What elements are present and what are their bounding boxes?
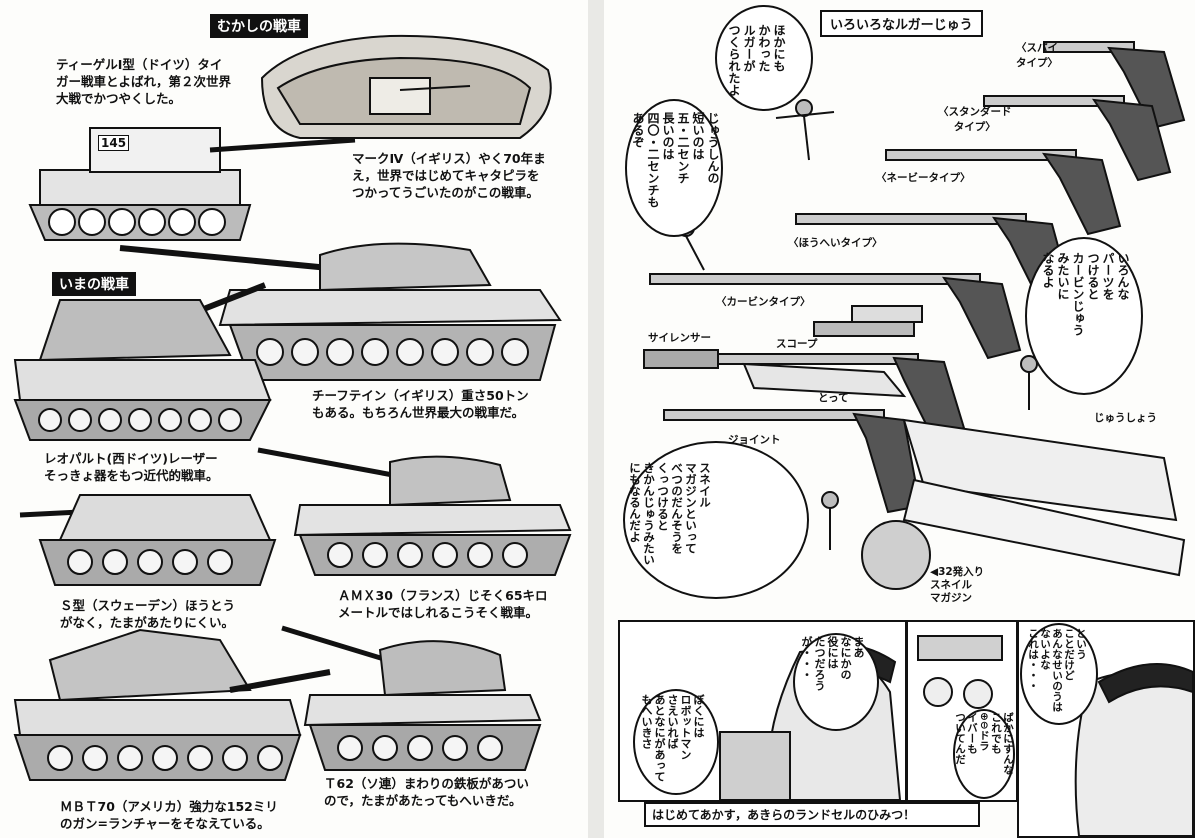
t62-caption: Ｔ62（ソ連）まわりの鉄板があつい ので，たまがあたってもへいきだ。 bbox=[324, 776, 529, 808]
manga-panel-2: ばかにすんな これでも ⊕⊖ドラ イバーも ついてんだ bbox=[906, 620, 1018, 802]
mbt70-caption: ＭＢＴ70（アメリカ）強力な152ミリ のガン=ランチャーをそなえている。 bbox=[60, 799, 278, 831]
tiger-turret-number: 145 bbox=[98, 135, 130, 151]
spy-type-pistol bbox=[1043, 41, 1186, 130]
label-joint: ジョイント bbox=[728, 434, 781, 446]
carbine-type-pistol bbox=[649, 273, 1022, 360]
luger-illustrations bbox=[623, 5, 1186, 599]
label-artillery-type: 〈ほうへいタイプ〉 bbox=[788, 237, 883, 249]
artillery-type-pistol bbox=[795, 213, 1072, 300]
tiger-tank-drawing bbox=[28, 127, 356, 241]
label-silencer: サイレンサー bbox=[648, 332, 711, 344]
manga-panel-3: という ことだけど あんなせいのうは ないよな これは・・・ bbox=[1017, 620, 1195, 838]
luger-title: いろいろなルガーじゅう bbox=[820, 10, 983, 37]
bubble-barrel-length: じゅうしんの 短いのは 五・二センチ 長いのは 四〇・二センチも あるぞ bbox=[631, 112, 720, 208]
panel-1-bubble-bottom: ぼくには ロボットマン さえいれば あとなにがあって もへいきさ bbox=[640, 694, 705, 782]
panel-1-bubble-top: まあ なにかの 役には たつだろう が・・・ bbox=[800, 636, 865, 691]
header-old-tanks: むかしの戦車 bbox=[210, 14, 308, 38]
amx30-caption: ＡＭＸ30（フランス）じそく65キロ メートルではしれるこうそく戦車。 bbox=[338, 588, 548, 620]
label-spy-type: 〈スパイ タイプ〉 bbox=[1016, 42, 1058, 69]
mbt70-tank-drawing bbox=[13, 628, 331, 781]
chieftain-tank-drawing bbox=[119, 242, 562, 381]
label-navy-type: 〈ネービータイプ〉 bbox=[876, 172, 971, 184]
mark4-tank-drawing bbox=[260, 34, 552, 139]
pistol-drawings bbox=[623, 5, 1186, 599]
bubble-other-lugers: ほかにも かわった ルガーが つくられたよ bbox=[727, 24, 786, 96]
header-modern-tanks: いまの戦車 bbox=[52, 272, 136, 296]
page-gutter bbox=[588, 0, 604, 838]
standard-type-pistol bbox=[983, 95, 1172, 182]
label-scope: スコープ bbox=[776, 338, 818, 350]
left-page: むかしの戦車 いまの戦車 145 ティーゲルⅠ型（ドイツ）タイ ガー戦車とよばれ… bbox=[0, 0, 588, 838]
leopard-caption: レオパルト(西ドイツ)レーザー そっきょ器をもつ近代的戦車。 bbox=[44, 451, 219, 483]
manga-caption: はじめてあかす，あきらのランドセルのひみつ！ bbox=[644, 802, 980, 827]
panel-1-art bbox=[633, 633, 902, 800]
chieftain-caption: チーフテイン（イギリス）重さ50トン もある。もちろん世界最大の戦車だ。 bbox=[312, 388, 529, 420]
stank-drawing bbox=[19, 494, 277, 586]
stank-caption: Ｓ型（スウェーデン）ほうとう がなく，たまがあたりにくい。 bbox=[60, 598, 236, 630]
label-stock: じゅうしょう bbox=[1094, 412, 1157, 424]
manga-panel-1: まあ なにかの 役には たつだろう が・・・ ぼくには ロボットマン さえいれば… bbox=[618, 620, 907, 802]
leopard-tank-drawing bbox=[13, 282, 272, 441]
amx30-tank-drawing bbox=[257, 447, 572, 576]
panel-2-art bbox=[917, 635, 1015, 799]
silencer-scope-pistol bbox=[643, 305, 966, 438]
tiger-caption: ティーゲルⅠ型（ドイツ）タイ ガー戦車とよばれ，第２次世界 大戦でかつやくした。 bbox=[56, 57, 232, 106]
tank-illustrations bbox=[13, 34, 572, 781]
navy-type-pistol bbox=[885, 149, 1122, 236]
label-standard-type: 〈スタンダード タイプ〉 bbox=[938, 106, 1012, 133]
bubble-snail-magazine: スネイル マガジンといって べつのだんそうを くっつけると きかんじゅうみたい … bbox=[628, 462, 712, 566]
panel-3-art bbox=[1020, 623, 1193, 836]
right-page: いろいろなルガーじゅう ほかにも かわった ルガーが つくられたよ じゅうしんの… bbox=[604, 0, 1195, 838]
label-grip: とって bbox=[818, 392, 849, 404]
panel-2-bubble: ばかにすんな これでも ⊕⊖ドラ イバーも ついてんだ bbox=[954, 712, 1014, 775]
t62-tank-drawing bbox=[281, 625, 542, 771]
mark4-caption: マークⅣ（イギリス）やく70年ま え，世界ではじめてキャタピラを つかってうごい… bbox=[352, 151, 546, 200]
label-carbine-type: 〈カービンタイプ〉 bbox=[716, 296, 811, 308]
stock-pistol bbox=[663, 409, 1186, 590]
panel-3-bubble: という ことだけど あんなせいのうは ないよな これは・・・ bbox=[1027, 628, 1087, 712]
label-snail-magazine: ◀32発入り スネイル マガジン bbox=[930, 566, 985, 604]
bubble-parts-carbine: いろんな パーツを つけると カービンじゅう みたいに なるよ bbox=[1041, 252, 1130, 336]
speech-bubbles bbox=[623, 5, 1143, 599]
